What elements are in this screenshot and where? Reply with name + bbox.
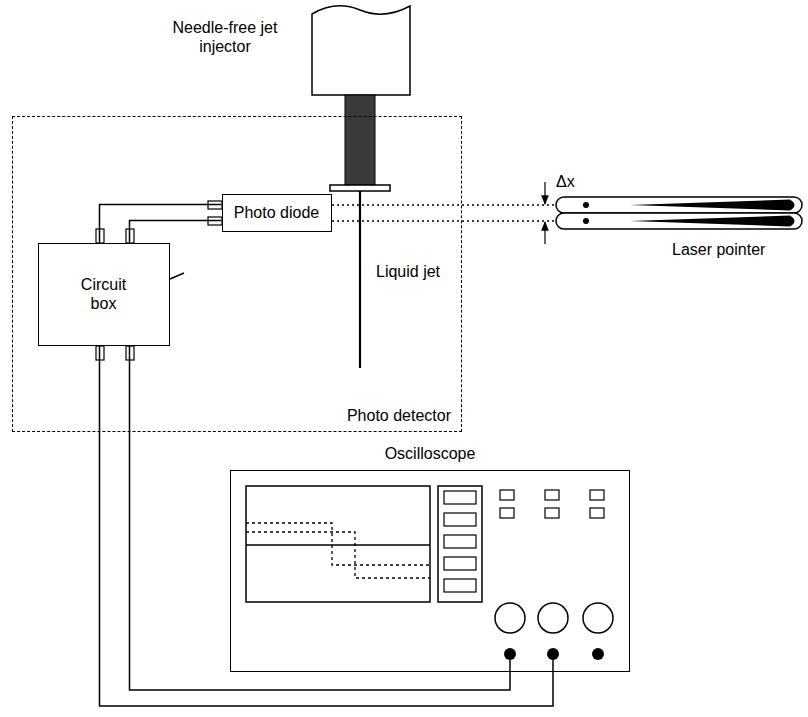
scope-key xyxy=(500,490,514,500)
node-text: Circuit box xyxy=(72,275,136,313)
button-panel xyxy=(438,486,482,602)
jack-lead xyxy=(509,660,511,672)
injector-nozzle xyxy=(345,95,375,185)
trace-step xyxy=(246,523,430,565)
input-jack xyxy=(504,648,516,660)
laser-pointer-body xyxy=(556,197,802,213)
injector-label: Needle-free jet injector xyxy=(150,18,300,56)
laser-beams xyxy=(332,205,556,221)
scope-screen xyxy=(246,486,430,602)
part-label: Liquid jet xyxy=(376,262,440,281)
laser-dot xyxy=(583,218,589,224)
scope-key xyxy=(590,508,604,518)
trace-line xyxy=(246,544,430,546)
oscilloscope-body: Oscilloscope xyxy=(230,470,630,672)
node-text: Oscilloscope xyxy=(385,444,476,463)
laser-grip xyxy=(630,200,795,211)
scope-key xyxy=(545,508,559,518)
injector-flange xyxy=(330,185,390,191)
scope-knob xyxy=(538,603,568,633)
node-text: Photo detector xyxy=(347,406,451,425)
scope-knob xyxy=(583,603,613,633)
oscilloscope-panel xyxy=(246,486,613,672)
photo-diode-box: Photo diode xyxy=(222,194,332,232)
dimension-arrow xyxy=(544,222,545,244)
dimension-label: Δx xyxy=(556,172,575,191)
switch-lever xyxy=(170,273,184,279)
scope-knob xyxy=(495,603,525,633)
jack-lead xyxy=(552,660,554,672)
jet-injector xyxy=(312,6,410,368)
part-label: Laser pointer xyxy=(672,240,765,259)
scope-button xyxy=(444,513,476,526)
scope-key xyxy=(500,508,514,518)
dimension-arrows xyxy=(545,182,546,244)
scope-key xyxy=(590,490,604,500)
signal-wire xyxy=(100,205,222,243)
scope-button xyxy=(444,491,476,504)
scope-button xyxy=(444,535,476,548)
scope-button xyxy=(444,557,476,570)
signal-wire xyxy=(100,346,554,707)
input-jack xyxy=(592,648,604,660)
liquid-jet-line xyxy=(359,191,361,368)
trace-step xyxy=(246,532,430,578)
node-text: Photo diode xyxy=(234,203,319,222)
signal-wire xyxy=(130,346,511,691)
input-jack xyxy=(547,648,559,660)
circuit-box: Circuit box xyxy=(38,243,170,346)
injector-body xyxy=(312,6,410,95)
laser-dot xyxy=(583,202,589,208)
laser-pointers xyxy=(556,197,802,229)
scope-button xyxy=(444,579,476,592)
laser-grip xyxy=(630,216,795,227)
laser-beam xyxy=(332,220,556,222)
laser-pointer-body xyxy=(556,213,802,229)
scope-key xyxy=(545,490,559,500)
laser-beam xyxy=(332,204,556,206)
dimension-arrow xyxy=(544,182,545,204)
signal-wire xyxy=(130,221,222,243)
